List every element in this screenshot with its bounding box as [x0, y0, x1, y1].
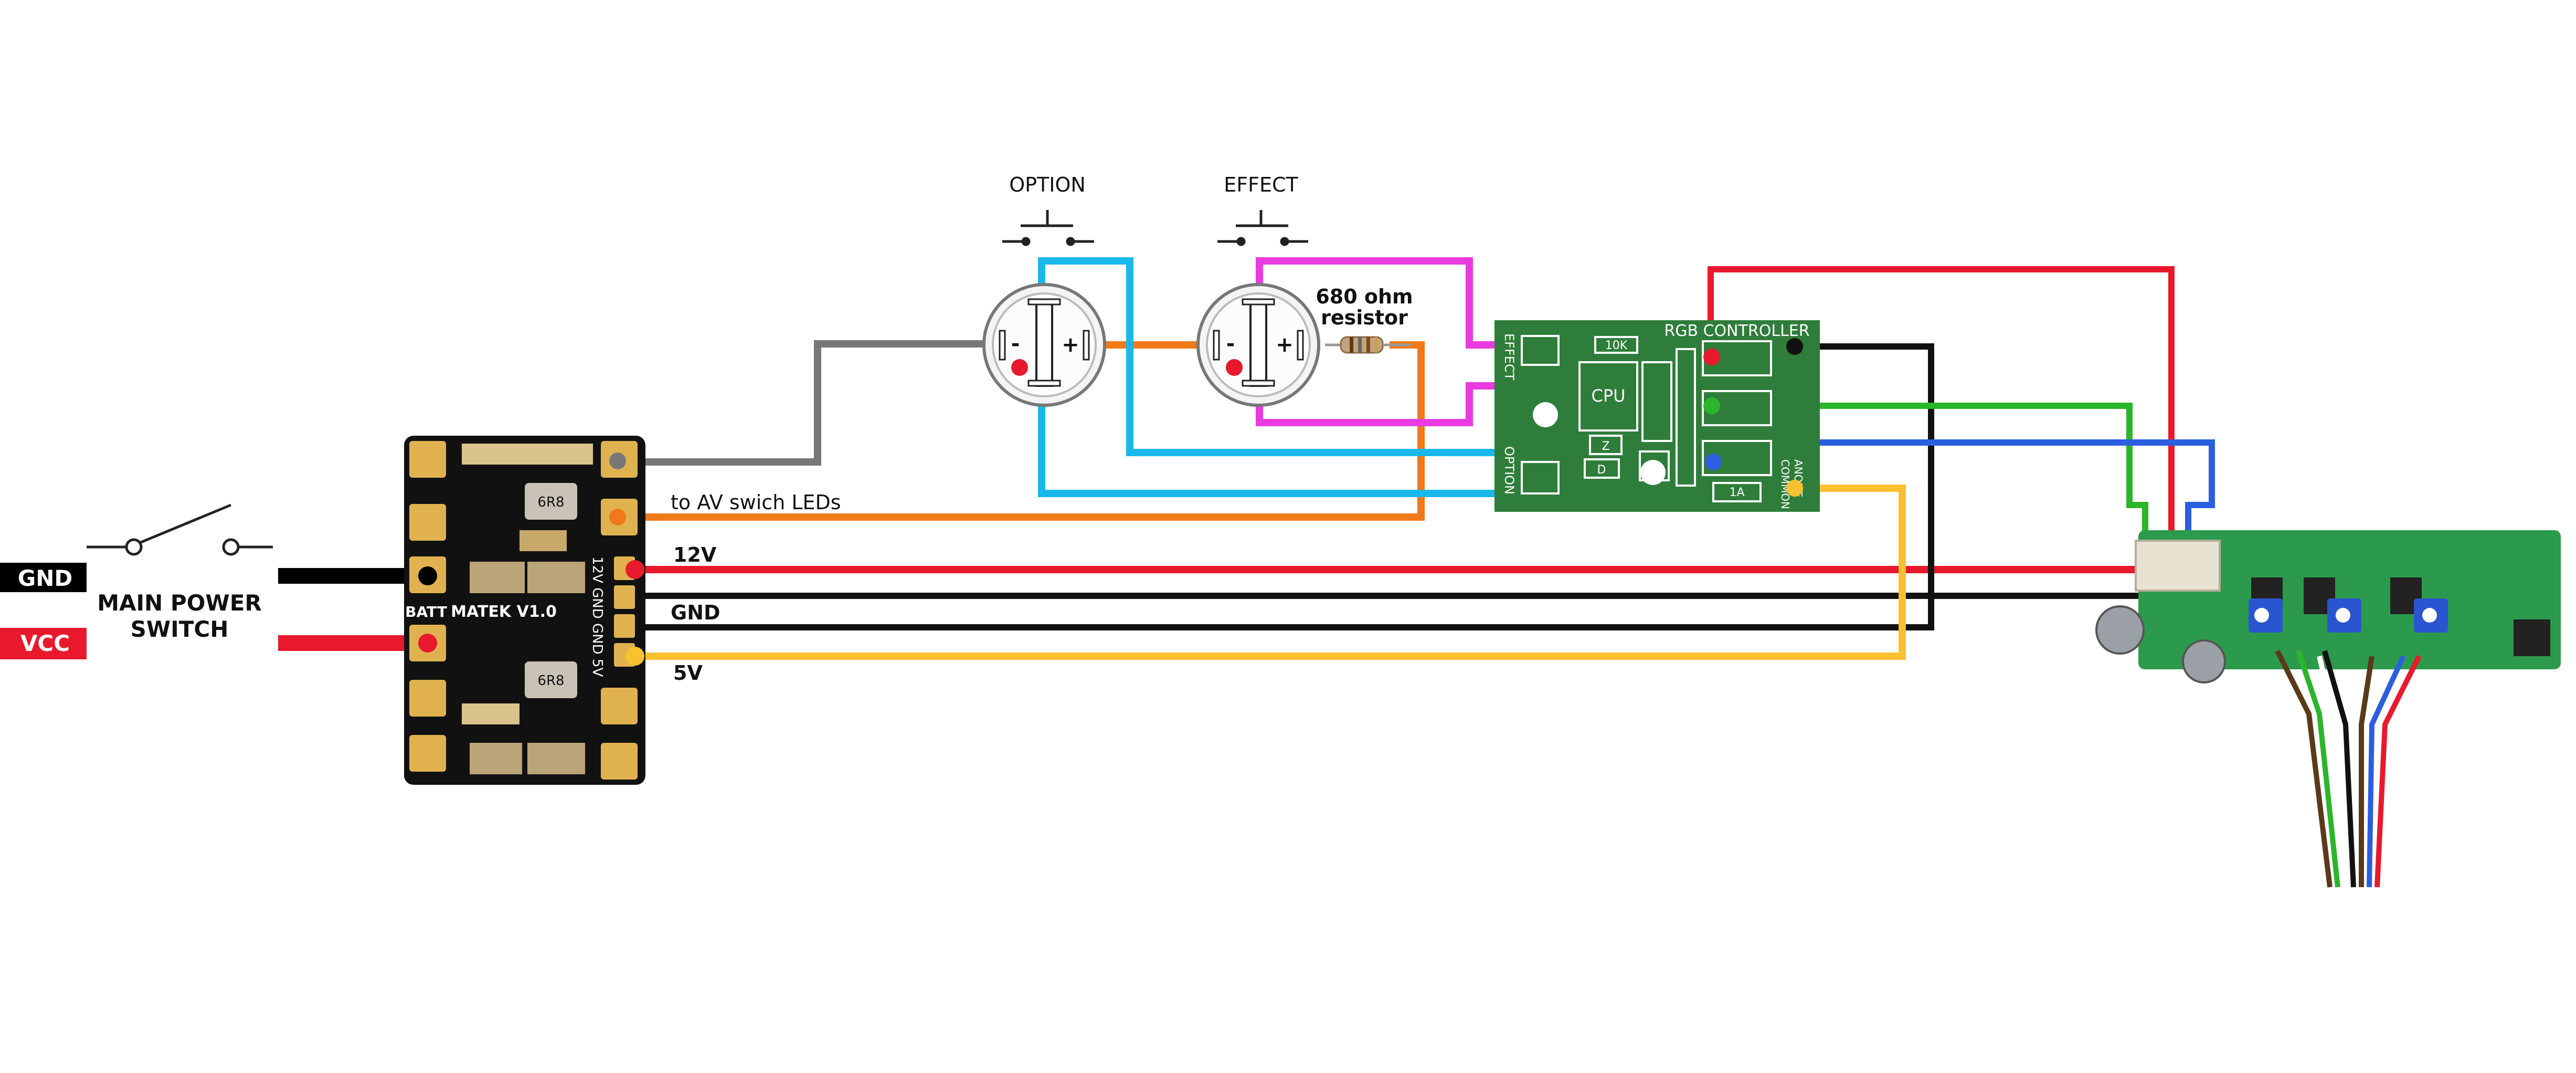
- rgb-silkscreen: [1521, 335, 1772, 502]
- rgb-d: D: [1597, 464, 1606, 477]
- resistor: 680 ohm resistor: [1316, 285, 1413, 354]
- gnd-tag: [0, 563, 87, 592]
- switch-lever: [139, 503, 231, 544]
- terminal-batt-gnd: [418, 566, 437, 585]
- rgb-effect: EFFECT: [1502, 333, 1517, 381]
- terminal-red: [626, 560, 644, 579]
- cyan-wire: [1038, 257, 1556, 497]
- effect-button: EFFECT - +: [1196, 173, 1320, 407]
- terminal-yellow: [626, 647, 644, 666]
- vcc-tag: [0, 628, 87, 659]
- rgb-terminal-green: [1703, 397, 1720, 414]
- matek-pins-label: 12V GND GND 5V: [589, 556, 605, 677]
- vcc-tag-label: VCC: [20, 630, 70, 656]
- rgb-option: OPTION: [1502, 446, 1517, 495]
- matek-inductor-top: 6R8: [537, 495, 564, 510]
- wires: [614, 257, 2215, 660]
- gnd-input: GND: [0, 563, 430, 592]
- matek-inductor-bottom: 6R8: [537, 673, 564, 689]
- gnd-tag-label: GND: [18, 565, 73, 591]
- terminal-batt-vcc: [418, 634, 437, 653]
- grey-wire: [617, 340, 1000, 466]
- rgb-1a: 1A: [1729, 486, 1744, 499]
- option-led-dot: [1011, 359, 1028, 376]
- matek-components: [462, 444, 593, 774]
- switch-contact-left: [125, 538, 143, 556]
- led-driver-board: [2095, 530, 2561, 888]
- rgb-z: Z: [1602, 440, 1609, 453]
- terminal-grey: [609, 453, 626, 469]
- terminal-orange: [609, 509, 626, 525]
- effect-button-contact: [1249, 301, 1267, 387]
- rgb-cpu: CPU: [1591, 386, 1625, 406]
- black-wire-gnd-2: [635, 343, 1934, 630]
- effect-plus: +: [1276, 333, 1294, 357]
- green-wire-rgb: [1713, 403, 2148, 551]
- v5-label: 5V: [673, 661, 703, 685]
- gnd-wire-label: GND: [671, 601, 720, 624]
- matek-board: 6R8 6R8 MATEK V1.0 BATT 12V GND GND 5V: [404, 436, 645, 785]
- av-leds-label: to AV swich LEDs: [671, 491, 841, 514]
- option-button-label: OPTION: [1009, 173, 1086, 196]
- driver-output-wires: [2275, 649, 2422, 888]
- rgb-terminal-blue: [1705, 454, 1722, 470]
- rgb-mount-hole-1: [1533, 402, 1558, 427]
- rgb-terminal-black: [1786, 338, 1803, 355]
- main-switch-label-2: SWITCH: [131, 616, 229, 642]
- matek-batt: BATT: [405, 603, 447, 620]
- rgb-controller-board: RGB CONTROLLER CPU 10K Z D 1A EFFECT OPT…: [1494, 320, 1820, 512]
- effect-minus: -: [1226, 332, 1235, 356]
- switch-contact-right: [222, 538, 240, 556]
- main-power-switch: MAIN POWER SWITCH: [87, 503, 273, 642]
- effect-switch-symbol: [1217, 210, 1308, 246]
- v12-label: 12V: [673, 543, 717, 566]
- effect-led-dot: [1226, 359, 1243, 376]
- driver-connector: [2135, 540, 2221, 592]
- main-switch-label-1: MAIN POWER: [97, 590, 262, 616]
- option-button-contact: [1035, 301, 1053, 387]
- yellow-wire-5v: [635, 485, 1906, 660]
- rgb-title: RGB CONTROLLER: [1664, 322, 1809, 340]
- resistor-label-2: resistor: [1321, 306, 1408, 329]
- option-minus: -: [1011, 332, 1020, 356]
- rgb-terminal-red: [1703, 349, 1720, 365]
- option-plus: +: [1062, 333, 1079, 357]
- rgb-mount-hole-2: [1640, 460, 1666, 485]
- rgb-terminal-yellow: [1786, 480, 1803, 497]
- matek-pcb: [404, 436, 645, 785]
- driver-components: [2095, 577, 2550, 683]
- option-switch-symbol: [1002, 210, 1094, 246]
- effect-button-label: EFFECT: [1224, 173, 1298, 196]
- red-wire-rgb: [1708, 266, 2175, 551]
- resistor-label-1: 680 ohm: [1316, 285, 1413, 308]
- rgb-10k: 10K: [1605, 339, 1628, 352]
- option-button: OPTION - +: [982, 173, 1106, 407]
- matek-name: MATEK V1.0: [451, 603, 557, 621]
